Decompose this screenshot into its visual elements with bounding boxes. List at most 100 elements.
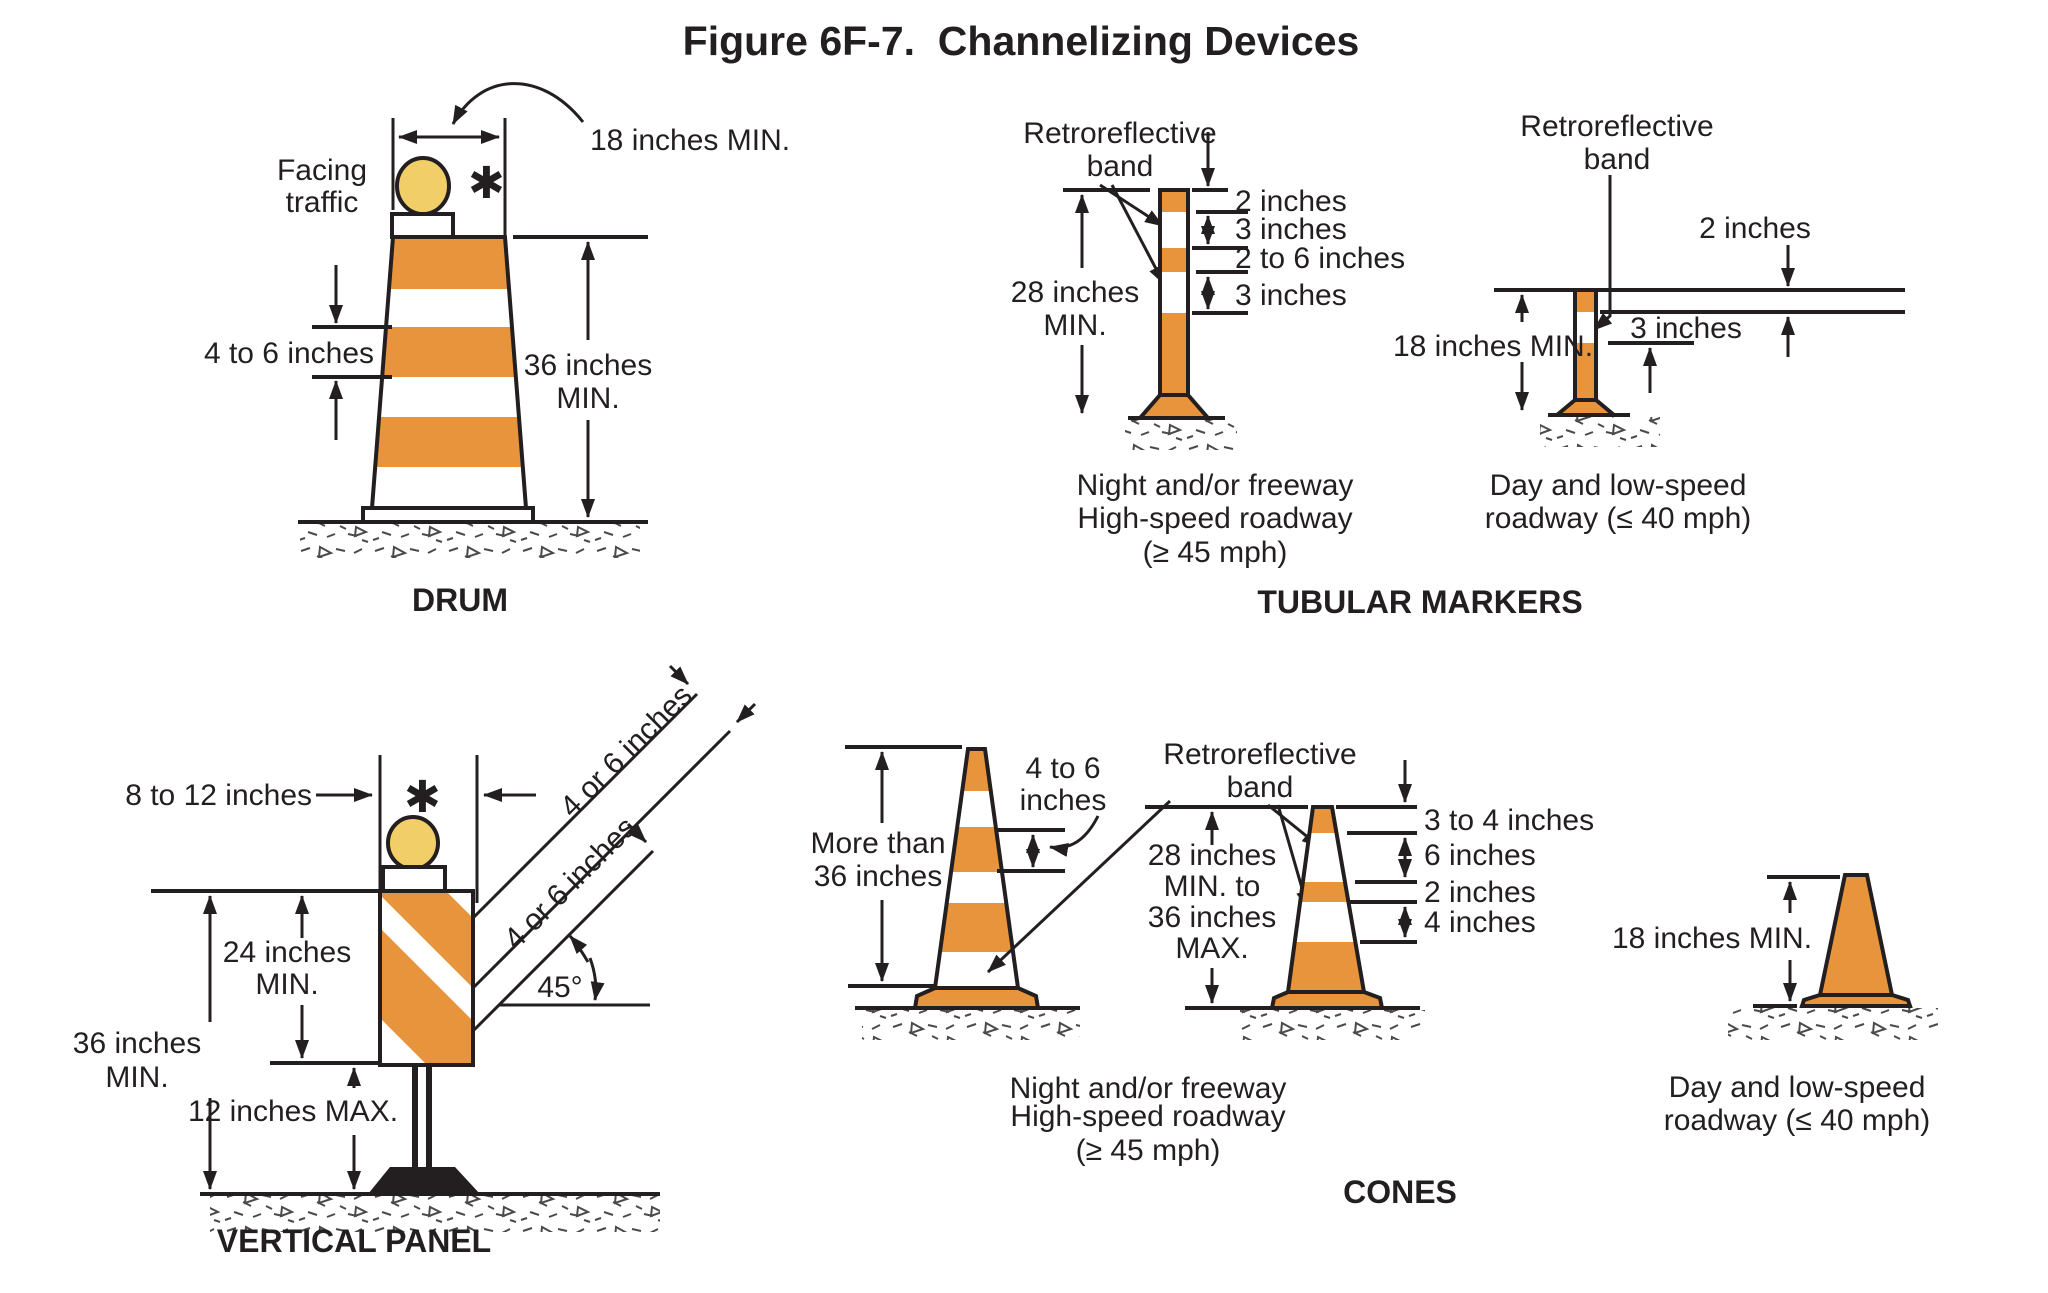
tm1-height-label-line1: 28 inches bbox=[1011, 276, 1139, 309]
vp-diag-arrow-2 bbox=[735, 702, 757, 724]
cone1-ground-hatch bbox=[862, 1010, 1080, 1040]
tm2-ground-hatch bbox=[1540, 417, 1660, 447]
cone2-ground-hatch bbox=[1240, 1010, 1425, 1040]
drum-facing-label-line2: traffic bbox=[286, 186, 359, 219]
tm1-band-leader-2 bbox=[1110, 184, 1166, 285]
tm1-dim-2to6: 2 to 6 inches bbox=[1235, 242, 1405, 275]
drum-width-label: 18 inches MIN. bbox=[590, 124, 790, 157]
vp-base bbox=[368, 1167, 480, 1194]
cone1-band-label-line2: inches bbox=[1020, 784, 1107, 817]
cone1-height-label-line2: 36 inches bbox=[814, 860, 942, 893]
vp-warning-light bbox=[386, 815, 440, 871]
cones-diagram: More than 36 inches 4 to 6 inches Retror… bbox=[810, 738, 1938, 1210]
tm1-caption-line2: High-speed roadway bbox=[1077, 502, 1352, 535]
vp-diag-line-3 bbox=[471, 849, 655, 1033]
cones-caption2-line2: roadway (≤ 40 mph) bbox=[1664, 1104, 1931, 1137]
cone2-height-label-line4: MAX. bbox=[1175, 932, 1248, 965]
tm1-orange-mid bbox=[1160, 248, 1188, 272]
drum-stripe-label: 4 to 6 inches bbox=[204, 337, 374, 370]
vp-24-label-line1: 24 inches bbox=[223, 936, 351, 969]
tm1-dim-3inb: 3 inches bbox=[1235, 279, 1347, 312]
drum-asterisk: ✱ bbox=[468, 159, 505, 208]
vp-angle-arc-up bbox=[568, 935, 590, 963]
drum-stripe-1 bbox=[372, 239, 526, 289]
vp-diag-line-2 bbox=[471, 729, 732, 990]
tm1-caption-line1: Night and/or freeway bbox=[1077, 469, 1354, 502]
drum-stripes bbox=[372, 239, 526, 467]
cone1-base bbox=[912, 986, 1041, 1010]
cone1-band-label-line1: 4 to 6 bbox=[1025, 752, 1100, 785]
vp-post-right bbox=[426, 1065, 432, 1167]
vp-24-label-line2: MIN. bbox=[255, 968, 318, 1001]
tm1-base bbox=[1135, 393, 1213, 420]
vp-diag-arrow-1 bbox=[668, 664, 690, 686]
drum-ground-hatch bbox=[300, 524, 640, 558]
tm2-orange-bottom bbox=[1575, 343, 1596, 400]
cone3-body bbox=[1817, 873, 1895, 997]
cones-caption2-line1: Day and low-speed bbox=[1669, 1071, 1926, 1104]
vp-stripe-label-upper: 4 or 6 inches bbox=[554, 679, 699, 824]
figure-title: Figure 6F-7. Channelizing Devices bbox=[683, 18, 1360, 64]
vp-post-left bbox=[412, 1065, 418, 1167]
drum-facing-label-line1: Facing bbox=[277, 154, 367, 187]
vp-36-label-line1: 36 inches bbox=[73, 1027, 201, 1060]
cone2-orange-mid bbox=[1288, 882, 1364, 902]
cones-band-leader-long bbox=[986, 799, 1172, 974]
cones-caption1-line2: High-speed roadway bbox=[1010, 1100, 1285, 1133]
cone2-height-label-line2: MIN. to bbox=[1164, 870, 1261, 903]
drum-light-base bbox=[390, 212, 455, 239]
vp-angle-label: 45° bbox=[537, 971, 582, 1004]
cone1-band-leader-arrow bbox=[1049, 815, 1100, 857]
vp-width-label: 8 to 12 inches bbox=[125, 779, 312, 812]
vp-stripe-1 bbox=[380, 891, 473, 988]
drum-warning-light bbox=[395, 156, 451, 216]
cones-band-label-line2: band bbox=[1227, 771, 1294, 804]
cone2-dim-6in: 6 inches bbox=[1424, 839, 1536, 872]
tubular-marker-high-speed: Retroreflective band 28 inches MIN. 2 in… bbox=[1011, 117, 1405, 569]
tm2-band-leader bbox=[1593, 175, 1613, 332]
drum-height-label-line1: 36 inches bbox=[524, 349, 652, 382]
vertical-panel-diagram: 8 to 12 inches ✱ 24 inches MIN. 36 inche… bbox=[73, 664, 757, 1259]
tm1-caption-line3: (≥ 45 mph) bbox=[1143, 536, 1288, 569]
tm1-band-label-line1: Retroreflective bbox=[1023, 117, 1216, 150]
vp-stripe-2 bbox=[380, 928, 473, 1065]
vp-12-label: 12 inches MAX. bbox=[188, 1095, 398, 1128]
cone1-orange-low bbox=[935, 903, 1018, 952]
cones-caption1-line3: (≥ 45 mph) bbox=[1076, 1134, 1221, 1167]
vp-light-base bbox=[381, 865, 447, 893]
tubular-marker-low-speed: Retroreflective band 2 inches 3 inches 1… bbox=[1393, 110, 1905, 535]
drum-width-leader-arrow bbox=[451, 82, 585, 125]
vertical-panel-section-label: VERTICAL PANEL bbox=[217, 1223, 491, 1259]
vp-stripes bbox=[380, 891, 473, 1065]
tm2-caption-line2: roadway (≤ 40 mph) bbox=[1485, 502, 1752, 535]
tm2-band-label-line1: Retroreflective bbox=[1520, 110, 1713, 143]
tm2-orange-top bbox=[1575, 290, 1596, 312]
cone3-ground-hatch bbox=[1728, 1008, 1938, 1040]
cones-section-label: CONES bbox=[1343, 1174, 1457, 1210]
cone2-orange-low bbox=[1288, 942, 1364, 992]
tm2-caption-line1: Day and low-speed bbox=[1490, 469, 1747, 502]
cone2-base bbox=[1269, 990, 1385, 1010]
drum-section-label: DRUM bbox=[412, 582, 508, 618]
tm2-band-label-line2: band bbox=[1584, 143, 1651, 176]
drum-height-label-line2: MIN. bbox=[556, 382, 619, 415]
cone2-dim-3to4: 3 to 4 inches bbox=[1424, 804, 1594, 837]
cone3-base bbox=[1799, 993, 1913, 1008]
cone2-height-label-line3: 36 inches bbox=[1148, 901, 1276, 934]
tm2-height-label: 18 inches MIN. bbox=[1393, 330, 1593, 363]
tm1-ground-hatch bbox=[1125, 420, 1237, 450]
tm1-dim-3in: 3 inches bbox=[1235, 213, 1347, 246]
cone3-height-label: 18 inches MIN. bbox=[1612, 922, 1812, 955]
cone2-dim-2in: 2 inches bbox=[1424, 876, 1536, 909]
cones-band-label-line1: Retroreflective bbox=[1163, 738, 1356, 771]
vp-ground-hatch bbox=[210, 1196, 660, 1232]
vp-diag-line-1 bbox=[471, 692, 699, 920]
cone2-height-label-line1: 28 inches bbox=[1148, 839, 1276, 872]
vp-angle-arc-down bbox=[588, 957, 605, 1001]
tm2-dim-3in: 3 inches bbox=[1630, 312, 1742, 345]
tm1-orange-top bbox=[1160, 190, 1188, 212]
tm1-band-label-line2: band bbox=[1087, 150, 1154, 183]
tm1-orange-bottom bbox=[1160, 313, 1188, 395]
